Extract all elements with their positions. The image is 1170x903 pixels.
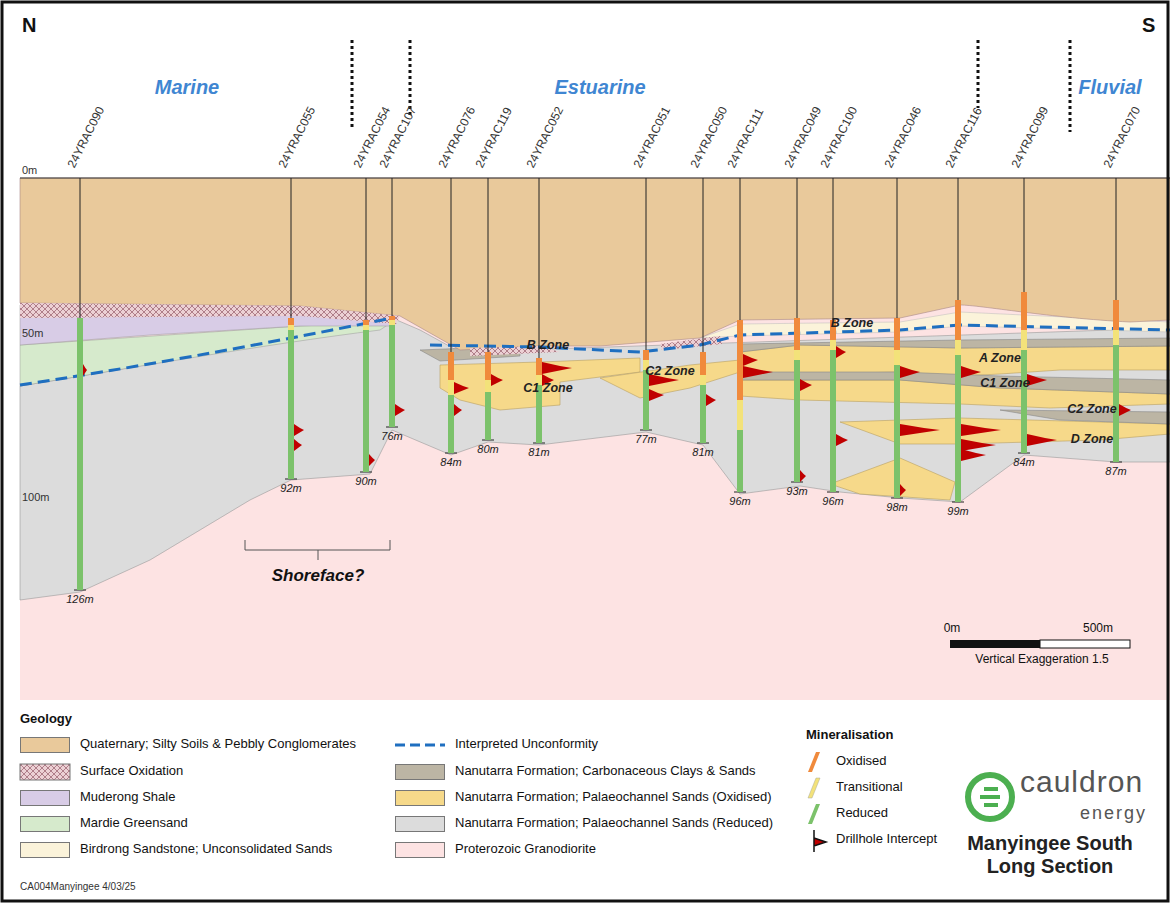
legend-text: Surface Oxidation <box>80 764 183 779</box>
drillhole <box>74 178 87 590</box>
legend-text: Transitional <box>836 780 903 795</box>
hole-depth: 81m <box>692 446 713 459</box>
drillhole <box>533 178 572 443</box>
drillhole <box>734 178 773 492</box>
drillhole <box>827 178 848 492</box>
hole-depth: 77m <box>635 433 656 446</box>
zone-label: D Zone <box>1071 432 1113 446</box>
zone-label: A Zone <box>979 351 1021 365</box>
hole-depth: 126m <box>66 593 94 606</box>
hole-depth: 96m <box>822 495 843 508</box>
zone-label: C1 Zone <box>523 381 572 395</box>
hole-depth: 84m <box>440 456 461 469</box>
environment-label: Fluvial <box>1078 76 1141 99</box>
legend-text: Muderong Shale <box>80 790 175 805</box>
logo-text: energy <box>1080 803 1147 824</box>
depth-axis-label: 0m <box>22 164 37 177</box>
environment-label: Estuarine <box>554 76 645 99</box>
scale-label: 0m <box>944 622 961 636</box>
legend-swatch <box>20 737 70 753</box>
hole-depth: 92m <box>280 482 301 495</box>
legend-text: Birdrong Sandstone; Unconsolidated Sands <box>80 842 332 857</box>
drillhole <box>640 178 679 430</box>
legend-swatch <box>395 842 445 858</box>
compass-letter: N <box>22 14 36 37</box>
legend-text: Nanutarra Formation; Carbonaceous Clays … <box>455 764 756 779</box>
logo-text: cauldron <box>1020 765 1143 800</box>
drillhole <box>285 178 304 479</box>
drillhole <box>791 178 812 482</box>
legend-text: Oxidised <box>836 754 887 769</box>
zone-label: B Zone <box>831 316 873 330</box>
legend-heading: Geology <box>20 712 72 727</box>
drillhole <box>952 178 1001 502</box>
drillhole <box>360 178 375 472</box>
depth-axis-label: 100m <box>22 491 50 504</box>
hole-depth: 81m <box>528 446 549 459</box>
legend-swatch <box>20 842 70 858</box>
drillhole <box>1110 178 1131 462</box>
zone-label: B Zone <box>527 338 569 352</box>
date-note: CA004Manyingee 4/03/25 <box>20 881 136 893</box>
legend-text: Nanutarra Formation; Palaeochannel Sands… <box>455 816 773 831</box>
hole-depth: 93m <box>786 485 807 498</box>
bracket-label: Shoreface? <box>272 566 365 586</box>
legend-heading: Mineralisation <box>806 728 893 743</box>
legend-swatch <box>395 816 445 832</box>
hole-depth: 98m <box>886 501 907 514</box>
scale-label: 500m <box>1083 622 1113 636</box>
hole-depth: 84m <box>1013 456 1034 469</box>
hole-depth: 87m <box>1105 465 1126 478</box>
drillhole <box>891 178 940 498</box>
hole-depth: 76m <box>381 430 402 443</box>
drillhole <box>482 178 503 440</box>
zone-label: C1 Zone <box>980 376 1029 390</box>
legend-swatch <box>395 764 445 780</box>
legend-text: Proterozoic Granodiorite <box>455 842 596 857</box>
legend-swatch <box>395 790 445 806</box>
legend-swatch <box>20 816 70 832</box>
legend-text: Nanutarra Formation; Palaeochannel Sands… <box>455 790 772 805</box>
hole-depth: 96m <box>729 495 750 508</box>
legend-text: Drillhole Intercept <box>836 832 937 847</box>
scale-label: Vertical Exaggeration 1.5 <box>975 653 1108 667</box>
hole-depth: 80m <box>477 443 498 456</box>
zone-label: C2 Zone <box>1067 402 1116 416</box>
compass-letter: S <box>1142 14 1155 37</box>
hole-depth: 99m <box>947 505 968 518</box>
legend-text: Interpreted Unconformity <box>455 737 598 752</box>
legend-text: Reduced <box>836 806 888 821</box>
section-title: Manyingee South Long Section <box>945 832 1155 878</box>
zone-label: C2 Zone <box>645 364 694 378</box>
depth-axis-label: 50m <box>22 327 43 340</box>
drillhole <box>697 178 716 443</box>
legend-text: Quaternary; Silty Soils & Pebbly Conglom… <box>80 737 356 752</box>
environment-label: Marine <box>155 76 219 99</box>
drillhole <box>386 178 405 427</box>
hole-depth: 90m <box>355 475 376 488</box>
legend-text: Mardie Greensand <box>80 816 188 831</box>
drillhole <box>445 178 469 453</box>
drillhole <box>1018 178 1057 453</box>
legend-swatch <box>20 790 70 806</box>
